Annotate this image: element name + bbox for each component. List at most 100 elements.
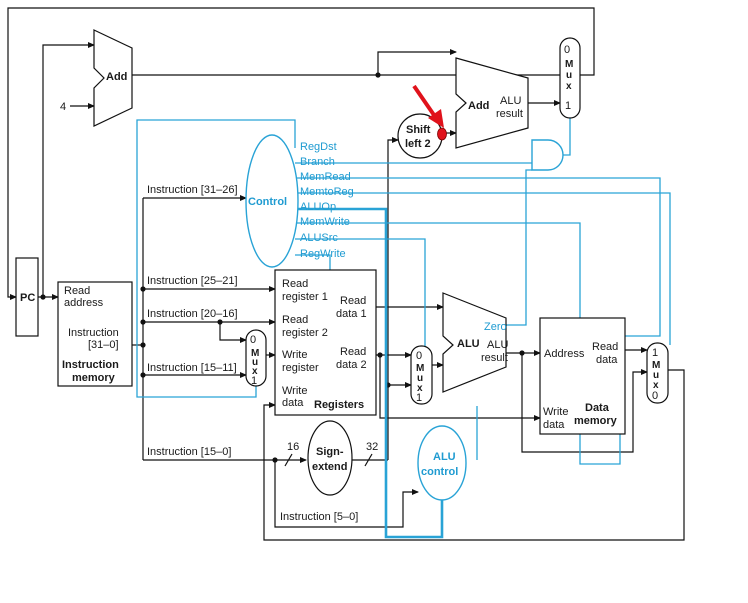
control-label: Control: [248, 196, 287, 208]
signal-regwrite: RegWrite: [300, 248, 346, 260]
field-25-21: Instruction [25–21]: [147, 275, 238, 287]
svg-text:u: u: [566, 70, 572, 81]
svg-text:Read: Read: [340, 346, 366, 358]
svg-text:M: M: [416, 363, 424, 374]
pc-register: PC: [15, 257, 39, 337]
branch-adder-alu: ALU: [500, 95, 521, 107]
sign-extend: Sign- extend: [307, 420, 353, 496]
svg-text:data: data: [596, 354, 618, 366]
svg-text:Read: Read: [282, 278, 308, 290]
field-31-26: Instruction [31–26]: [147, 184, 238, 196]
svg-text:Address: Address: [544, 348, 585, 360]
signal-alusrc: ALUSrc: [300, 232, 338, 244]
signal-regdst: RegDst: [300, 141, 337, 153]
svg-text:ALU: ALU: [433, 451, 456, 463]
svg-text:register 2: register 2: [282, 327, 328, 339]
svg-text:data 2: data 2: [336, 359, 367, 371]
mux-pc-source: 0 M u x 1: [559, 37, 581, 119]
svg-text:u: u: [252, 357, 258, 368]
signal-memread: MemRead: [300, 171, 351, 183]
alu-control: ALU control: [417, 425, 467, 501]
svg-text:control: control: [421, 466, 458, 478]
svg-text:0: 0: [250, 334, 256, 346]
shift-label-2: left 2: [405, 138, 431, 150]
svg-text:data 1: data 1: [336, 308, 367, 320]
svg-text:u: u: [417, 373, 423, 384]
signal-memwrite: MemWrite: [300, 216, 350, 228]
svg-text:address: address: [64, 297, 104, 309]
svg-text:Write: Write: [282, 349, 307, 361]
svg-text:Read: Read: [340, 295, 366, 307]
svg-text:0: 0: [564, 44, 570, 56]
instruction-field-labels: Instruction [31–26] Instruction [25–21] …: [147, 184, 358, 523]
svg-text:x: x: [653, 380, 659, 391]
svg-text:ALU: ALU: [487, 339, 508, 351]
mux-memtoreg: 1 M u x 0: [646, 342, 669, 404]
svg-text:[31–0]: [31–0]: [88, 339, 119, 351]
svg-text:1: 1: [251, 375, 257, 387]
width-16: 16: [287, 441, 299, 453]
constant-four: 4: [60, 101, 66, 113]
svg-text:M: M: [652, 360, 660, 371]
field-15-0: Instruction [15–0]: [147, 446, 231, 458]
branch-adder-result: result: [496, 108, 523, 120]
red-pointer-arrow: [412, 84, 447, 141]
data-wires: [7, 7, 685, 541]
field-5-0: Instruction [5–0]: [280, 511, 358, 523]
svg-text:memory: memory: [72, 372, 116, 384]
svg-text:1: 1: [416, 392, 422, 404]
pc-adder-label: Add: [106, 71, 127, 83]
svg-text:x: x: [566, 81, 572, 92]
svg-text:1: 1: [652, 347, 658, 359]
signal-branch: Branch: [300, 156, 335, 168]
svg-text:Read: Read: [592, 341, 618, 353]
svg-text:Registers: Registers: [314, 399, 364, 411]
mux-regdst: 0 M u x 1: [245, 329, 267, 387]
svg-text:x: x: [252, 366, 258, 377]
svg-text:u: u: [653, 370, 659, 381]
svg-text:Write: Write: [543, 406, 568, 418]
svg-text:0: 0: [416, 350, 422, 362]
svg-text:Data: Data: [585, 402, 610, 414]
svg-text:Instruction: Instruction: [62, 359, 119, 371]
svg-text:M: M: [251, 348, 259, 359]
svg-text:x: x: [417, 383, 423, 394]
branch-adder-label: Add: [468, 100, 489, 112]
mux-alusrc: 0 M u x 1: [410, 345, 433, 405]
main-alu: ALU ALU result Zero: [442, 292, 508, 393]
register-file: Read register 1 Read register 2 Write re…: [274, 269, 377, 416]
svg-text:Sign-: Sign-: [316, 446, 344, 458]
zero-label: Zero: [484, 321, 507, 333]
svg-text:0: 0: [652, 390, 658, 402]
svg-text:M: M: [565, 59, 573, 70]
svg-text:Write: Write: [282, 385, 307, 397]
svg-text:register: register: [282, 362, 319, 374]
svg-text:result: result: [481, 352, 508, 364]
signal-memtoreg: MemtoReg: [300, 186, 354, 198]
data-memory: Address Read data Write data Data memory: [539, 317, 626, 435]
svg-text:data: data: [282, 397, 304, 409]
svg-text:memory: memory: [574, 415, 618, 427]
svg-text:1: 1: [565, 100, 571, 112]
field-15-11: Instruction [15–11]: [147, 362, 237, 374]
branch-adder: Add ALU result: [455, 57, 529, 149]
svg-text:register 1: register 1: [282, 291, 328, 303]
shift-label-1: Shift: [406, 124, 431, 136]
svg-text:Read: Read: [64, 285, 90, 297]
svg-text:Read: Read: [282, 314, 308, 326]
signal-aluop: ALUOp: [300, 201, 336, 213]
svg-text:extend: extend: [312, 461, 347, 473]
pc-label: PC: [20, 292, 35, 304]
pc-adder: Add: [93, 29, 133, 127]
instruction-memory: Read address Instruction [31–0] Instruct…: [57, 281, 133, 387]
shift-left-2: Shift left 2: [397, 113, 443, 159]
svg-text:Instruction: Instruction: [68, 327, 119, 339]
svg-text:ALU: ALU: [457, 338, 480, 350]
control-signal-labels: RegDst Branch MemRead MemtoReg ALUOp Mem…: [300, 141, 354, 260]
control-unit: Control: [245, 134, 299, 268]
branch-and-gate: [531, 139, 564, 171]
field-20-16: Instruction [20–16]: [147, 308, 238, 320]
svg-text:data: data: [543, 419, 565, 431]
width-32: 32: [366, 441, 378, 453]
